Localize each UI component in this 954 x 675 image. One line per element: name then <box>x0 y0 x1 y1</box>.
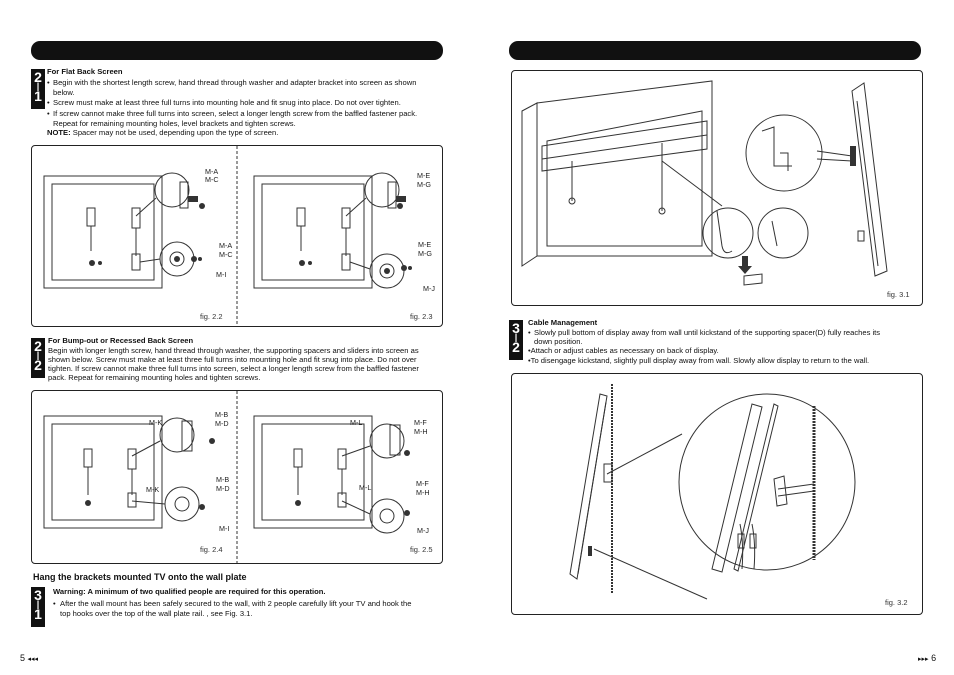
page-number-right: ▸▸▸ 6 <box>918 653 936 663</box>
step-3-2-line-4: •To disengage kickstand, slightly pull d… <box>528 356 870 365</box>
arrow-left-icon: ◂◂◂ <box>27 656 39 663</box>
step-2-2-line-2: shown below. Screw must make at least th… <box>48 355 417 364</box>
label-m-l: M-L <box>359 483 372 492</box>
figure-panel-3-1 <box>511 70 923 306</box>
bullet-dot: • <box>47 109 50 118</box>
label-m-e: M-E <box>418 240 432 249</box>
step-num-sep: | <box>514 332 518 342</box>
step-num-major: 3 <box>512 320 520 336</box>
step-num-sep: | <box>36 81 40 91</box>
bullet-dot: • <box>528 328 531 337</box>
label-m-e: M-E <box>417 171 431 180</box>
right-header-bar <box>509 41 921 60</box>
label-m-b: M-B <box>216 475 230 484</box>
label-m-b: M-B <box>215 410 229 419</box>
step-num-minor: 2 <box>34 357 42 373</box>
figure-panel-3-2 <box>511 373 923 615</box>
step-2-2-line-3: tighten. If screw cannot make three full… <box>48 364 419 373</box>
figure-caption-2-5: fig. 2.5 <box>410 545 433 554</box>
step-3-1-bullet-1-cont: top hooks over the top of the wall plate… <box>60 609 253 618</box>
label-m-c: M-C <box>205 175 219 184</box>
step-2-1-bullet-3: If screw cannot make three full turns in… <box>53 109 418 118</box>
step-num-minor: 1 <box>34 606 42 622</box>
label-m-k: M-K <box>149 418 163 427</box>
step-2-1-bullet-1: Begin with the shortest length screw, ha… <box>53 78 417 87</box>
step-3-2-line-2: down position. <box>534 337 583 346</box>
label-m-i: M-I <box>216 270 227 279</box>
step-2-1-bullet-2: Screw must make at least three full turn… <box>53 98 401 107</box>
label-m-a: M-A <box>205 167 219 176</box>
figure-caption-3-2: fig. 3.2 <box>885 598 908 607</box>
step-num-major: 2 <box>34 69 42 85</box>
bracket-illustration-flat <box>43 146 412 326</box>
step-2-2-line-4: pack. Repeat for remaining mounting hole… <box>48 373 261 382</box>
label-m-g: M-G <box>417 180 431 189</box>
bullet-dot: • <box>47 98 50 107</box>
label-m-j: M-J <box>423 284 435 293</box>
step-2-2-line-1: Begin with longer length screw, hand thr… <box>48 346 419 355</box>
step-num-minor: 1 <box>34 88 42 104</box>
label-m-c: M-C <box>219 250 233 259</box>
label-m-d: M-D <box>215 419 229 428</box>
step-2-1-heading: For Flat Back Screen <box>47 67 123 76</box>
label-m-h: M-H <box>414 427 428 436</box>
step-num-major: 2 <box>34 338 42 354</box>
label-m-l: M-L <box>350 418 363 427</box>
section-heading: Hang the brackets mounted TV onto the wa… <box>33 572 247 582</box>
label-m-h: M-H <box>416 488 430 497</box>
step-num-sep: | <box>36 599 40 609</box>
bracket-illustration-bumpout <box>43 391 410 563</box>
step-2-1-bullet-3-cont: Repeat for remaining mounting holes, lev… <box>53 119 296 128</box>
cable-management-illustration <box>569 384 856 600</box>
note-label: NOTE: <box>47 128 71 137</box>
step-number-2-2: 2 | 2 <box>31 338 45 378</box>
step-3-1-bullet-1: After the wall mount has been safely sec… <box>60 599 412 608</box>
figure-caption-2-3: fig. 2.3 <box>410 312 433 321</box>
arrow-right-icon: ▸▸▸ <box>918 656 929 663</box>
label-m-f: M-F <box>416 479 429 488</box>
step-num-sep: | <box>36 350 40 360</box>
figure-caption-2-2: fig. 2.2 <box>200 312 223 321</box>
page-number-value: 5 <box>20 653 26 663</box>
bullet-dot: • <box>53 599 56 608</box>
bullet-dot: • <box>47 78 50 87</box>
left-header-bar <box>31 41 443 60</box>
step-number-3-1: 3 | 1 <box>31 587 45 627</box>
note-text: Spacer may not be used, depending upon t… <box>72 128 279 137</box>
label-m-k: M-K <box>146 485 160 494</box>
figure-caption-3-1: fig. 3.1 <box>887 290 910 299</box>
label-m-i: M-I <box>219 524 230 533</box>
step-3-1-warning: Warning: A minimum of two qualified peop… <box>53 587 326 596</box>
step-num-minor: 2 <box>512 339 520 355</box>
page-number-left: 5 ◂◂◂ <box>20 653 38 663</box>
label-m-j: M-J <box>417 526 429 535</box>
label-m-g: M-G <box>418 249 432 258</box>
label-m-f: M-F <box>414 418 427 427</box>
figure-panel-2-4-2-5 <box>31 390 443 564</box>
step-number-2-1: 2 | 1 <box>31 69 45 109</box>
step-3-2-line-3: •Attach or adjust cables as necessary on… <box>528 346 719 355</box>
step-2-1-note: NOTE: Spacer may not be used, depending … <box>47 128 278 138</box>
wall-plate-hook-illustration <box>521 80 888 286</box>
step-3-2-line-1: Slowly pull bottom of display away from … <box>534 328 881 337</box>
step-2-2-heading: For Bump-out or Recessed Back Screen <box>48 336 194 345</box>
step-2-1-bullet-1-cont: below. <box>53 88 75 97</box>
step-number-3-2: 3 | 2 <box>509 320 523 360</box>
figure-caption-2-4: fig. 2.4 <box>200 545 223 554</box>
label-m-a: M-A <box>219 241 233 250</box>
step-3-2-heading: Cable Management <box>528 318 598 327</box>
page-number-value: 6 <box>931 653 937 663</box>
figure-panel-2-2-2-3 <box>31 145 443 327</box>
step-num-major: 3 <box>34 587 42 603</box>
label-m-d: M-D <box>216 484 230 493</box>
